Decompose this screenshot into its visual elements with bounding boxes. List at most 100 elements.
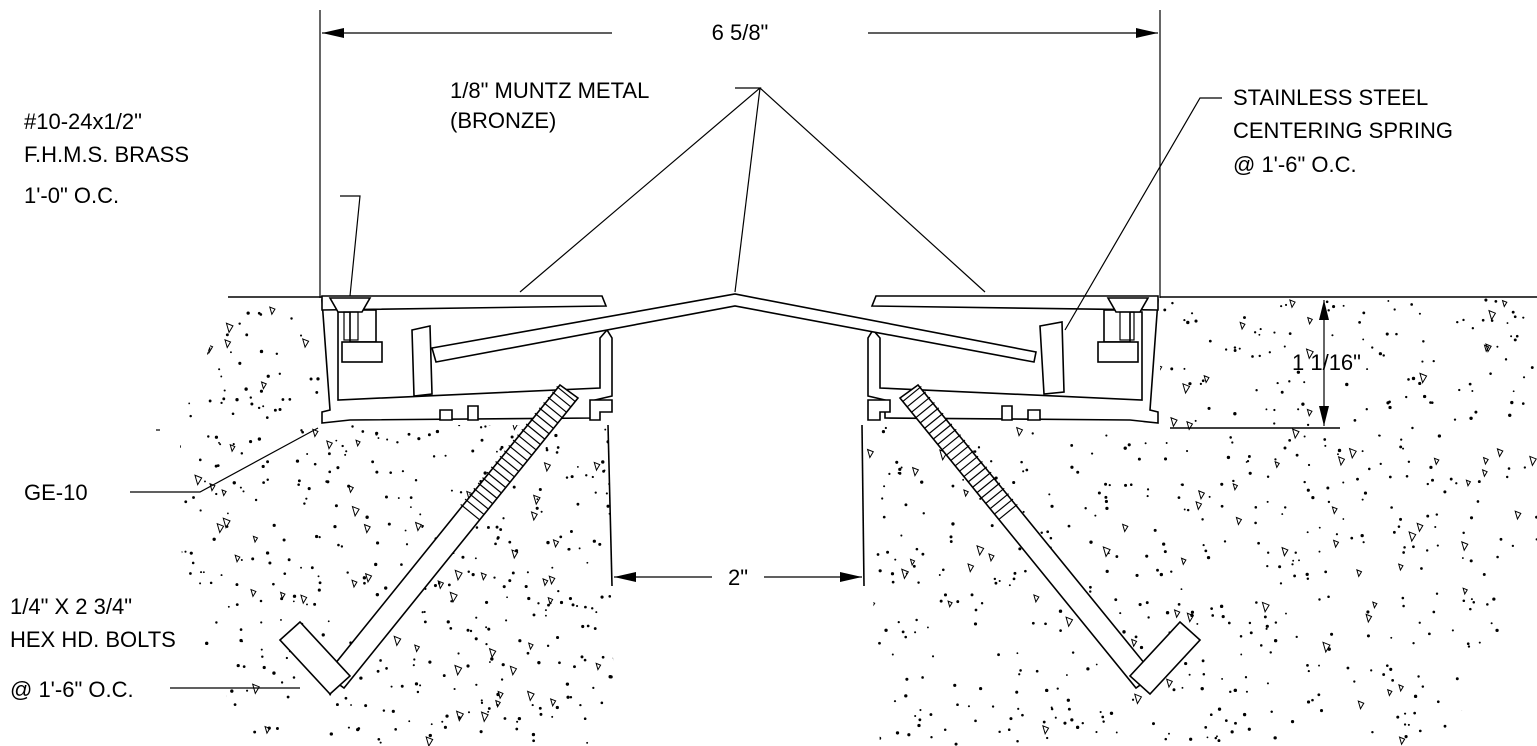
sand-dot (990, 460, 993, 463)
sand-dot (1224, 348, 1228, 351)
aggregate-mark (511, 421, 518, 431)
sand-dot (1346, 666, 1350, 670)
sand-dot (912, 564, 916, 568)
sand-dot (233, 703, 237, 707)
sand-dot (414, 479, 418, 482)
sand-dot (259, 389, 264, 393)
sand-dot (326, 480, 330, 484)
sand-dot (1469, 416, 1473, 420)
sand-dot (428, 660, 432, 664)
sand-dot (594, 491, 597, 494)
sand-dot (956, 600, 960, 604)
aggregate-mark (612, 657, 615, 668)
sand-dot (980, 602, 984, 605)
sand-dot (905, 572, 908, 575)
sand-dot (1361, 450, 1364, 453)
bolt-thread (512, 439, 533, 456)
sand-dot (1137, 333, 1140, 336)
sand-dot (962, 478, 965, 481)
sand-dot (1324, 444, 1327, 447)
sand-dot (920, 480, 924, 484)
sand-dot (1240, 653, 1243, 656)
sand-dot (1159, 573, 1163, 577)
sand-dot (1042, 720, 1046, 724)
sand-dot (1067, 524, 1071, 528)
sand-dot (938, 574, 941, 576)
aggregate-mark (1042, 724, 1050, 736)
sand-dot (318, 581, 322, 585)
sand-dot (510, 435, 514, 439)
label-screw-spacing: 1'-0" O.C. (24, 183, 119, 208)
aggregate-mark (1195, 500, 1203, 511)
sand-dot (527, 596, 531, 601)
sand-dot (951, 522, 955, 526)
sand-dot (288, 398, 292, 401)
sand-dot (608, 595, 612, 598)
aggregate-mark (1478, 741, 1487, 746)
sand-dot (1194, 319, 1198, 323)
bolt-thread (538, 407, 559, 424)
right-frame-extrusion (867, 299, 1159, 424)
sand-dot (1432, 610, 1436, 614)
sand-dot (1168, 732, 1170, 735)
sand-dot (226, 512, 229, 515)
sand-dot (1497, 725, 1501, 729)
sand-dot (390, 685, 393, 688)
sand-dot (1296, 370, 1301, 374)
sand-dot (591, 607, 594, 610)
sand-dot (480, 699, 483, 702)
aggregate-mark (1337, 456, 1346, 467)
sand-dot (517, 716, 522, 721)
sand-dot (1156, 568, 1159, 572)
sand-dot (1146, 488, 1150, 491)
sand-dot (245, 333, 249, 337)
aggregate-mark (175, 395, 181, 405)
muntz-metal-cover-plates (321, 293, 1159, 363)
sand-dot (419, 684, 422, 687)
sand-dot (1295, 635, 1298, 638)
bolt-thread (932, 423, 953, 440)
sand-dot (292, 676, 296, 679)
aggregate-mark (503, 322, 511, 332)
aggregate-mark (988, 553, 995, 563)
bolt-thread (906, 391, 927, 408)
sand-dot (867, 310, 870, 314)
sand-dot (954, 742, 958, 746)
sand-dot (581, 624, 585, 629)
sand-dot (1067, 707, 1071, 711)
sand-dot (1318, 526, 1321, 529)
sand-dot (1283, 345, 1286, 348)
sand-dot (1342, 518, 1345, 520)
sand-dot (1345, 382, 1349, 387)
sand-dot (612, 594, 615, 598)
sand-dot (365, 368, 368, 371)
sand-dot (242, 490, 245, 493)
sand-dot (1040, 531, 1043, 534)
sand-dot (333, 525, 337, 529)
aggregate-mark (1306, 408, 1313, 418)
sand-dot (249, 396, 252, 399)
sand-dot (1330, 632, 1334, 636)
sand-dot (1443, 724, 1447, 728)
sand-dot (1238, 347, 1241, 350)
aggregate-mark (552, 538, 560, 549)
sand-dot (260, 621, 263, 624)
sand-dot (310, 566, 314, 570)
bolt-thread (482, 477, 502, 494)
sand-dot (1480, 736, 1483, 739)
sand-dot (466, 664, 470, 668)
sand-dot (544, 609, 547, 612)
sand-dot (1017, 707, 1020, 710)
label-spring-type: CENTERING SPRING (1233, 118, 1453, 143)
sand-dot (357, 727, 361, 730)
sand-dot (1350, 536, 1354, 540)
aggregate-mark (530, 511, 538, 522)
sand-dot (1163, 457, 1168, 461)
sand-dot (493, 331, 497, 335)
sand-dot (1397, 525, 1401, 528)
sand-dot (907, 733, 911, 737)
sand-dot (1269, 651, 1272, 654)
sand-dot (182, 564, 185, 568)
sand-dot (1501, 653, 1505, 657)
sand-dot (1257, 541, 1260, 545)
